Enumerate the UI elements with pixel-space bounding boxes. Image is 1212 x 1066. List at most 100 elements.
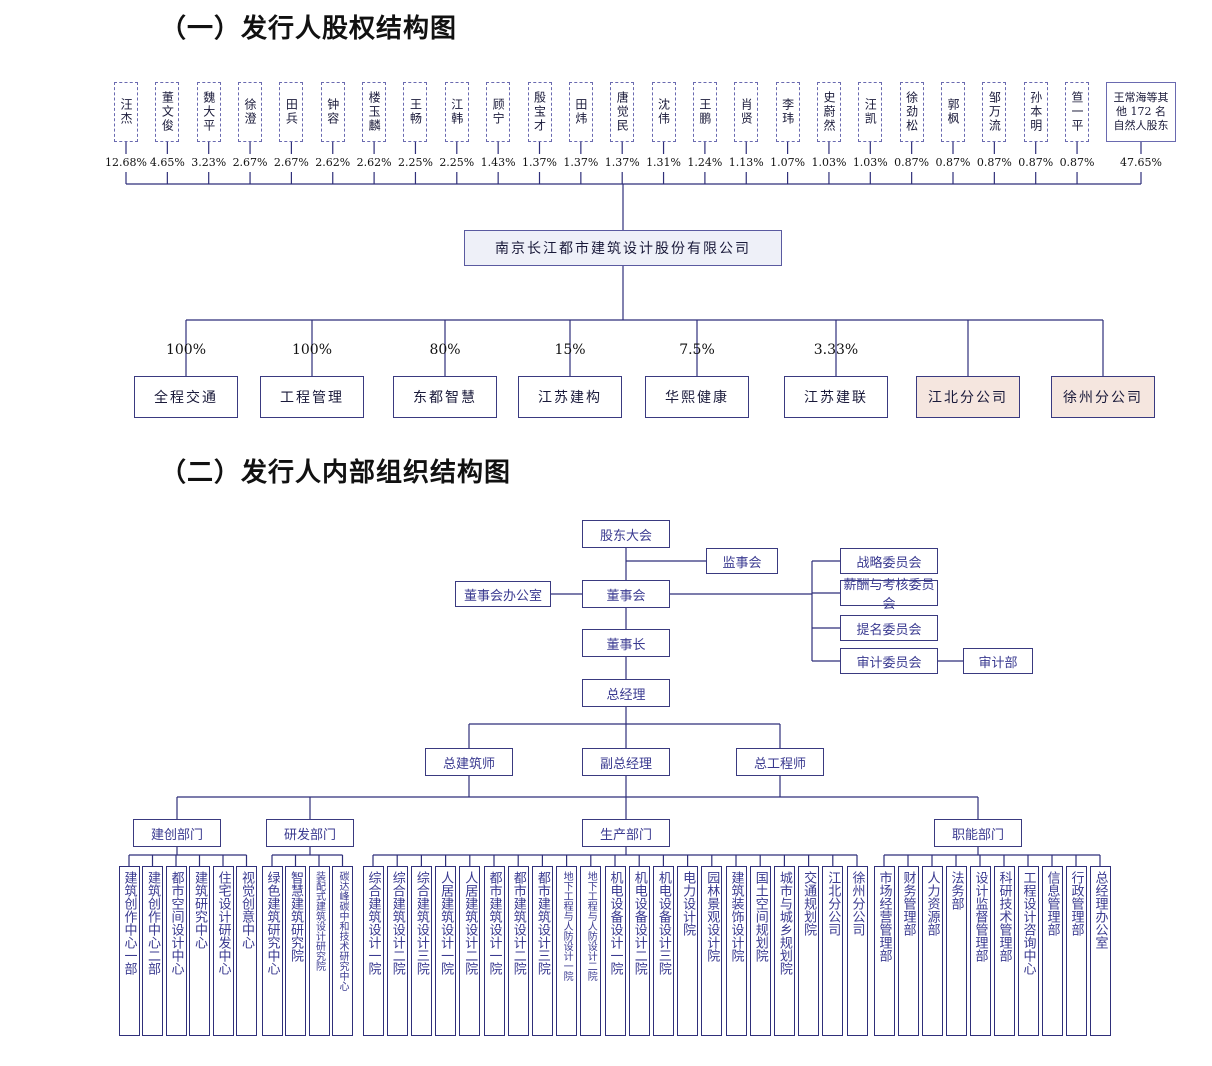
shareholding-percent: 47.65% <box>1120 156 1162 169</box>
shareholding-percent: 2.67% <box>232 156 268 169</box>
subsidiary-box: 江北分公司 <box>916 376 1020 418</box>
org-unit-box: 住宅设计研发中心 <box>212 866 234 1036</box>
org-unit-box: 人居建筑设计一院 <box>435 866 457 1036</box>
shareholding-percent: 2.62% <box>356 156 392 169</box>
ownership-percent: 100% <box>165 342 207 358</box>
org-unit-box: 机电设备设计三院 <box>652 866 674 1036</box>
org-unit-box: 建筑创作中心一部 <box>118 866 140 1036</box>
shareholder-box: 史蔚然 <box>816 82 841 142</box>
shareholding-percent: 1.31% <box>646 156 682 169</box>
shareholding-percent: 0.87% <box>935 156 971 169</box>
shareholding-percent: 1.03% <box>852 156 888 169</box>
org-unit-box: 人居建筑设计二院 <box>459 866 481 1036</box>
committee-box: 薪酬与考核委员会 <box>840 578 938 612</box>
issuer-company-box: 南京长江都市建筑设计股份有限公司 <box>464 230 782 266</box>
shareholder-box: 钟容 <box>320 82 345 142</box>
shareholding-percent: 0.87% <box>894 156 930 169</box>
shareholder-box: 郭枫 <box>941 82 965 142</box>
subsidiary-box: 华熙健康 <box>645 376 749 418</box>
shareholding-percent: 0.87% <box>976 156 1012 169</box>
shareholding-percent: 1.37% <box>604 156 640 169</box>
org-unit-box: 智慧建筑研究院 <box>285 866 306 1036</box>
shareholder-box: 楼玉麟 <box>362 82 387 142</box>
shareholder-box: 江韩 <box>444 82 469 142</box>
org-unit-box: 都市建筑设计二院 <box>507 866 529 1036</box>
org-unit-box: 机电设备设计二院 <box>628 866 650 1036</box>
org-unit-box: 都市空间设计中心 <box>165 866 187 1036</box>
shareholding-percent: 2.25% <box>397 156 433 169</box>
shareholder-box: 顾宁 <box>486 82 511 142</box>
shareholder-box: 肖贤 <box>734 82 759 142</box>
org-unit-box: 交通规划院 <box>798 866 820 1036</box>
board-office-box: 董事会办公室 <box>455 581 551 607</box>
org-unit-box: 信息管理部 <box>1041 866 1063 1036</box>
shareholding-percent: 1.24% <box>687 156 723 169</box>
shareholder-box: 王畅 <box>403 82 428 142</box>
shareholder-box: 笪一平 <box>1065 82 1090 142</box>
chairman-box: 董事长 <box>582 629 670 657</box>
shareholder-box: 孙本明 <box>1023 82 1048 142</box>
org-unit-box: 财务管理部 <box>897 866 919 1036</box>
general-manager-box: 总经理 <box>582 679 670 707</box>
shareholder-box: 沈伟 <box>651 82 676 142</box>
shareholder-box: 魏大平 <box>196 82 221 142</box>
org-unit-box: 城市与城乡规划院 <box>773 866 795 1036</box>
department-group-box: 研发部门 <box>266 819 354 847</box>
ownership-percent: 15% <box>554 342 586 358</box>
chief-engineer-box: 总工程师 <box>736 748 824 776</box>
audit-dept-box: 审计部 <box>963 648 1033 674</box>
subsidiary-box: 全程交通 <box>134 376 238 418</box>
org-unit-box: 法务部 <box>945 866 967 1036</box>
org-unit-box: 行政管理部 <box>1065 866 1087 1036</box>
deputy-gm-box: 副总经理 <box>582 748 670 776</box>
internal-structure-heading: （二）发行人内部组织结构图 <box>160 458 512 488</box>
shareholders-meeting-box: 股东大会 <box>582 520 670 548</box>
org-unit-box: 建筑装饰设计院 <box>725 866 747 1036</box>
org-unit-box: 设计监督管理部 <box>969 866 991 1036</box>
ownership-percent: 3.33% <box>813 342 859 358</box>
equity-structure-heading: （一）发行人股权结构图 <box>160 14 458 44</box>
shareholder-box: 唐觉民 <box>610 82 635 142</box>
shareholding-percent: 3.23% <box>191 156 227 169</box>
shareholding-percent: 2.67% <box>273 156 309 169</box>
org-unit-box: 都市建筑设计一院 <box>483 866 505 1036</box>
shareholder-box: 汪凯 <box>858 82 883 142</box>
org-unit-box: 绿色建筑研究中心 <box>261 866 283 1036</box>
subsidiary-box: 徐州分公司 <box>1051 376 1155 418</box>
org-unit-box: 装配式建筑设计研究院 <box>308 866 330 1036</box>
org-unit-box: 市场经营管理部 <box>873 866 895 1036</box>
department-group-box: 职能部门 <box>934 819 1022 847</box>
org-unit-box: 机电设备设计一院 <box>604 866 626 1036</box>
org-unit-box: 建筑研究中心 <box>189 866 210 1036</box>
shareholder-box: 徐劲松 <box>899 82 924 142</box>
subsidiary-box: 东都智慧 <box>393 376 497 418</box>
shareholding-percent: 1.07% <box>770 156 806 169</box>
department-group-box: 生产部门 <box>582 819 670 847</box>
org-unit-box: 综合建筑设计三院 <box>410 866 432 1036</box>
org-unit-box: 地下工程与人防设计一院 <box>556 866 578 1036</box>
shareholding-percent: 0.87% <box>1059 156 1095 169</box>
org-unit-box: 科研技术管理部 <box>993 866 1015 1036</box>
shareholder-box: 李玮 <box>775 82 800 142</box>
shareholding-percent: 1.37% <box>522 156 557 169</box>
supervisory-board-box: 监事会 <box>706 548 778 574</box>
org-unit-box: 徐州分公司 <box>846 866 868 1036</box>
shareholder-box: 田兵 <box>279 82 304 142</box>
shareholder-box: 徐澄 <box>238 82 263 142</box>
shareholder-box: 董文俊 <box>155 82 180 142</box>
subsidiary-box: 工程管理 <box>260 376 364 418</box>
shareholding-percent: 2.25% <box>439 156 475 169</box>
committee-box: 战略委员会 <box>840 548 938 574</box>
chief-architect-box: 总建筑师 <box>425 748 513 776</box>
shareholder-box: 殷宝才 <box>527 82 552 142</box>
subsidiary-box: 江苏建联 <box>784 376 888 418</box>
org-unit-box: 碳达峰碳中和技术研究中心 <box>332 866 353 1036</box>
shareholder-box: 邹万流 <box>982 82 1007 142</box>
subsidiary-box: 江苏建构 <box>518 376 622 418</box>
shareholding-percent: 0.87% <box>1018 156 1054 169</box>
org-unit-box: 综合建筑设计二院 <box>386 866 408 1036</box>
org-unit-box: 工程设计咨询中心 <box>1017 866 1039 1036</box>
ownership-percent: 7.5% <box>679 342 715 358</box>
org-unit-box: 人力资源部 <box>921 866 943 1036</box>
